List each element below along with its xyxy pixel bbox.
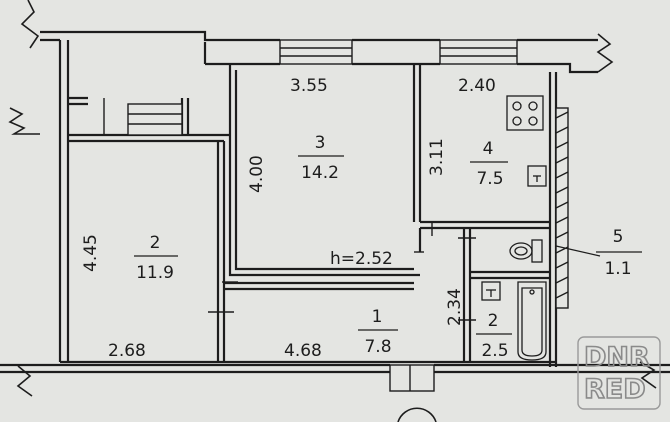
room-label-3: 3 14.2: [298, 133, 344, 183]
toilet-icon: [509, 239, 543, 263]
ceiling-height: h=2.52: [330, 249, 393, 269]
dim-living-depth: 4.45: [81, 234, 101, 272]
bathtub-icon: [517, 281, 547, 361]
break-line-top-left: [20, 0, 40, 49]
kitchen-partition: [412, 64, 422, 222]
room-label-2-living: 2 11.9: [134, 233, 178, 283]
room-5-leader: [555, 245, 601, 257]
dim-hall-width: 4.68: [284, 341, 322, 361]
living-right-wall: [216, 141, 226, 362]
door-marks: [103, 98, 476, 321]
room-label-5: 5 1.1: [596, 227, 642, 279]
room-5-number: 5: [613, 227, 624, 247]
room-label-4: 4 7.5: [470, 139, 508, 189]
break-line-bottom-right: [639, 361, 657, 389]
hall-top-wall: [224, 281, 414, 291]
outer-wall-left: [58, 40, 70, 362]
dim-room-3-width: 3.55: [290, 76, 328, 96]
room-4-area: 7.5: [476, 169, 503, 189]
outer-wall-top-left: [40, 30, 280, 42]
watermark: DNR RED: [577, 336, 661, 410]
bath-sink-icon: [481, 281, 501, 301]
room-2-bath-number: 2: [488, 311, 499, 331]
window-room-3: [279, 39, 353, 65]
watermark-frame: [577, 336, 661, 410]
break-line-bottom-left: [16, 365, 33, 397]
door-entrance: [389, 364, 435, 392]
sink-icon: [527, 165, 547, 187]
bath-left-wall: [462, 228, 472, 362]
room-label-2-bath: 2 2.5: [476, 311, 512, 361]
ventilation-shaft: [555, 107, 569, 309]
room-1-area: 7.8: [364, 337, 391, 357]
room-2-living-number: 2: [150, 233, 161, 253]
room-5-area: 1.1: [604, 259, 631, 279]
dim-kitchen-width: 2.40: [458, 76, 496, 96]
window-living: [127, 103, 183, 136]
room-1-number: 1: [372, 307, 383, 327]
room-4-number: 4: [483, 139, 494, 159]
watermark-line-1: DNR: [584, 342, 650, 373]
kitchen-bottom-wall: [420, 220, 550, 230]
window-kitchen: [439, 39, 518, 65]
dim-bath-depth: 2.34: [445, 288, 465, 326]
room-2-living-area: 11.9: [136, 263, 174, 283]
break-line-top-right: [596, 33, 614, 73]
room-3-area: 14.2: [301, 163, 339, 183]
arc-mark: [397, 407, 437, 422]
room-3-number: 3: [315, 133, 326, 153]
room-2-bath-area: 2.5: [481, 341, 508, 361]
dim-kitchen-depth: 3.11: [427, 138, 447, 176]
break-line-left: [8, 107, 40, 135]
windows: [127, 39, 518, 392]
stove-icon: [506, 95, 544, 131]
room-label-1: 1 7.8: [358, 307, 398, 357]
bath-top-wall: [470, 270, 550, 280]
break-lines: [8, 0, 657, 397]
dim-room-3-depth: 4.00: [247, 155, 267, 193]
watermark-line-2: RED: [584, 374, 646, 405]
dim-living-width: 2.68: [108, 341, 146, 361]
